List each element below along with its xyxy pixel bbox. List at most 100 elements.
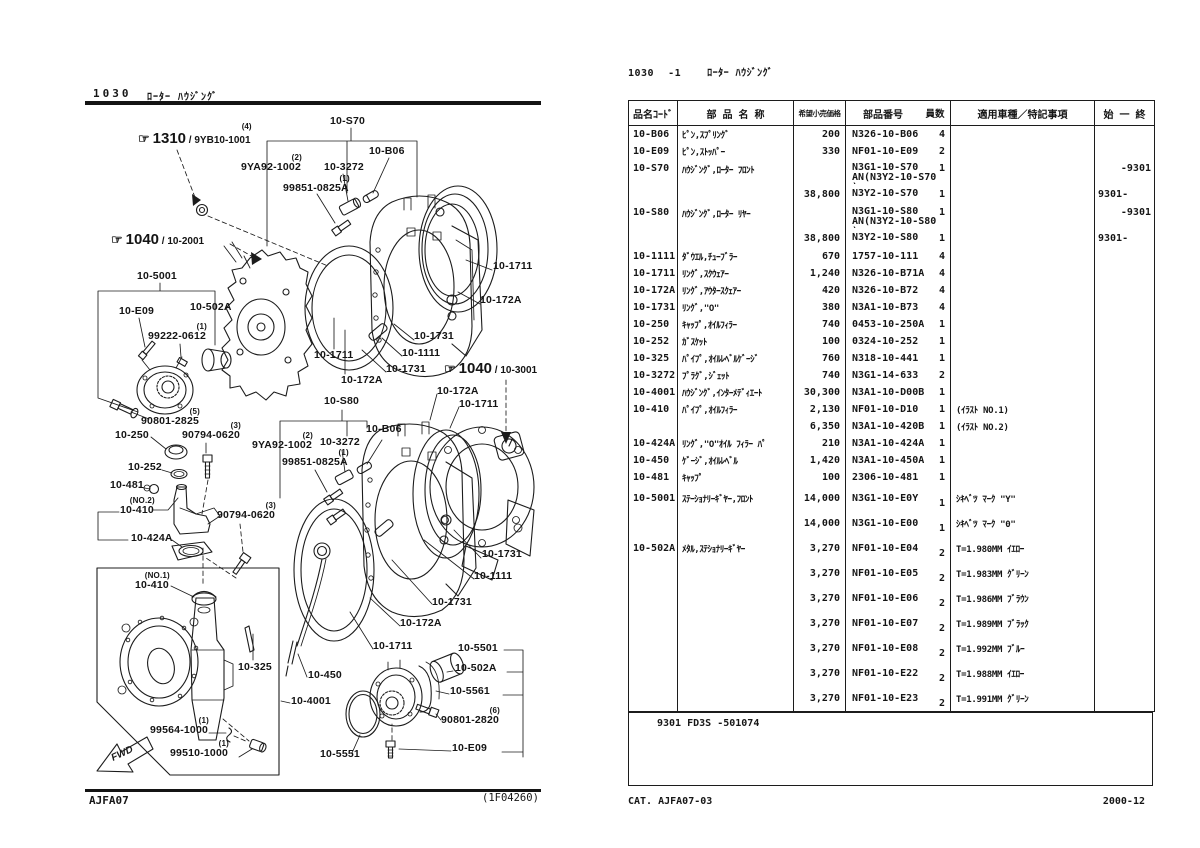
- validity-range-cell: [1094, 586, 1154, 611]
- applicability-note: 9301 FD3S -501074: [657, 718, 760, 729]
- price-cell: 3,270: [793, 661, 845, 686]
- part-code-cell: 10-B06: [633, 129, 670, 140]
- diagram-callout: 10-1731: [386, 363, 426, 376]
- part-code-cell: 10-250: [633, 319, 670, 330]
- part-name-cell: ﾀﾞｳｴﾙ,ﾁｭｰﾌﾞﾗｰ: [677, 248, 793, 265]
- callout-text: 99564-1000: [150, 724, 209, 736]
- catalog-date: 2000-12: [1102, 796, 1145, 807]
- quantity-text: 4: [938, 268, 945, 279]
- remarks-cell: [950, 452, 1094, 469]
- remarks-cell: [950, 435, 1094, 452]
- validity-range-cell: [1094, 333, 1154, 350]
- quantity-text: 2: [938, 673, 945, 684]
- part-number-text: NF01-10-E09: [852, 145, 919, 157]
- diagram-callout: 10-1711: [314, 349, 353, 362]
- part-code-cell: 10-E09: [633, 146, 670, 157]
- remarks-cell: T=1.991MM ｸﾞﾘｰﾝ: [950, 686, 1094, 711]
- part-name-cell: ﾊｳｼﾞﾝｸﾞ,ﾛｰﾀｰ ﾌﾛﾝﾄ: [677, 160, 793, 184]
- callout-text: 10-252: [128, 461, 162, 473]
- callout-text: 10-481: [110, 479, 144, 491]
- col-header-partno: 部品番号: [863, 109, 903, 121]
- quantity-text: 1: [938, 438, 945, 449]
- diagram-callout: 10-172A: [400, 617, 442, 630]
- callout-text: 10-4001: [291, 695, 331, 707]
- ref-section-number: 1310: [152, 130, 187, 147]
- part-code-cell: 10-502A: [633, 543, 676, 554]
- part-number-cell: N326-10-B71A 4: [845, 265, 950, 282]
- part-number-text: N3G1-14-633: [852, 369, 919, 381]
- part-name-cell: [677, 586, 793, 611]
- part-number-text: 1757-10-111: [852, 250, 919, 262]
- quantity-text: 1: [938, 207, 945, 218]
- diagram-callout: 10-B06: [369, 145, 405, 158]
- price-cell: 760: [793, 350, 845, 367]
- part-number-text: N326-10-B06: [852, 128, 919, 140]
- validity-range-cell: [1094, 367, 1154, 384]
- price-cell: 210: [793, 435, 845, 452]
- validity-range-cell: [1094, 452, 1154, 469]
- diagram-callout: (1)99851-0825A: [282, 448, 349, 469]
- table-header-row: 品名ｺｰﾄﾞ 部 品 名 称 希望小売価格 部品番号 員数 適用車種／特記事項 …: [629, 101, 1154, 126]
- diagram-callout: (2)9YA92-1002: [241, 153, 302, 174]
- diagram-callout: (3)90794-0620: [182, 421, 241, 442]
- section-code: 1030: [628, 68, 655, 79]
- part-name-cell: ﾘﾝｸﾞ,ｱｳﾀｰｽｸｪｱｰ: [677, 282, 793, 299]
- part-code-cell: 10-1711: [633, 268, 676, 279]
- callout-text: 10-1711: [493, 260, 533, 272]
- validity-range-cell: 9301-: [1094, 228, 1154, 248]
- price-cell: 38,800: [793, 184, 845, 204]
- callout-text: 90794-0620: [217, 509, 276, 521]
- validity-range-cell: [1094, 486, 1154, 511]
- validity-range-cell: [1094, 536, 1154, 561]
- part-name-cell: ﾊﾟｲﾌﾟ,ｵｲﾙﾌｨﾗｰ: [677, 401, 793, 418]
- quantity-text: 1: [938, 336, 945, 347]
- diagram-callout: 10-5001: [137, 270, 177, 283]
- validity-range-cell: [1094, 661, 1154, 686]
- validity-range-cell: [1094, 126, 1154, 143]
- quantity-text: 1: [938, 498, 945, 509]
- part-number-text: N3A1-10-450A: [852, 454, 925, 466]
- quantity-text: 4: [938, 129, 945, 140]
- callout-count: (2): [291, 153, 302, 162]
- quantity-text: 1: [938, 472, 945, 483]
- quantity-text: 1: [938, 421, 945, 432]
- diagram-callout: 10-1711: [373, 640, 412, 653]
- part-name-cell: ﾌﾟﾗｸﾞ,ｼﾞｪｯﾄ: [677, 367, 793, 384]
- diagram-callout: (NO.2)10-410: [120, 496, 155, 517]
- price-cell: 30,300: [793, 384, 845, 401]
- validity-range-text: -9301: [1120, 163, 1151, 174]
- price-cell: 3,270: [793, 636, 845, 661]
- part-code-cell: [629, 511, 677, 536]
- diagram-callout: 10-172A: [341, 374, 383, 387]
- callout-text: 10-E09: [119, 305, 155, 317]
- remarks-cell: T=1.988MM ｲｴﾛｰ: [950, 661, 1094, 686]
- remarks-cell: [950, 265, 1094, 282]
- part-code-cell: 10-172A: [633, 285, 676, 296]
- remarks-cell: ｼｷﾍﾞﾂ ﾏｰｸ "Y": [950, 486, 1094, 511]
- diagram-callout: 10-450: [308, 669, 342, 682]
- callout-text: 10-172A: [480, 294, 522, 306]
- remarks-cell: T=1.989MM ﾌﾞﾗｯｸ: [950, 611, 1094, 636]
- section-title: ﾛｰﾀｰ ﾊｳｼﾞﾝｸﾞ: [707, 68, 774, 79]
- diagram-callout: (6)90801-2820: [441, 706, 500, 727]
- part-number-text: N326-10-B71A: [852, 267, 925, 279]
- remarks-cell: [950, 204, 1094, 228]
- validity-range-cell: [1094, 248, 1154, 265]
- part-code-cell: [629, 636, 677, 661]
- part-number-text: NF01-10-E08: [852, 642, 919, 654]
- part-number-text: NF01-10-E06: [852, 592, 919, 604]
- callout-text: 10-B06: [366, 423, 402, 435]
